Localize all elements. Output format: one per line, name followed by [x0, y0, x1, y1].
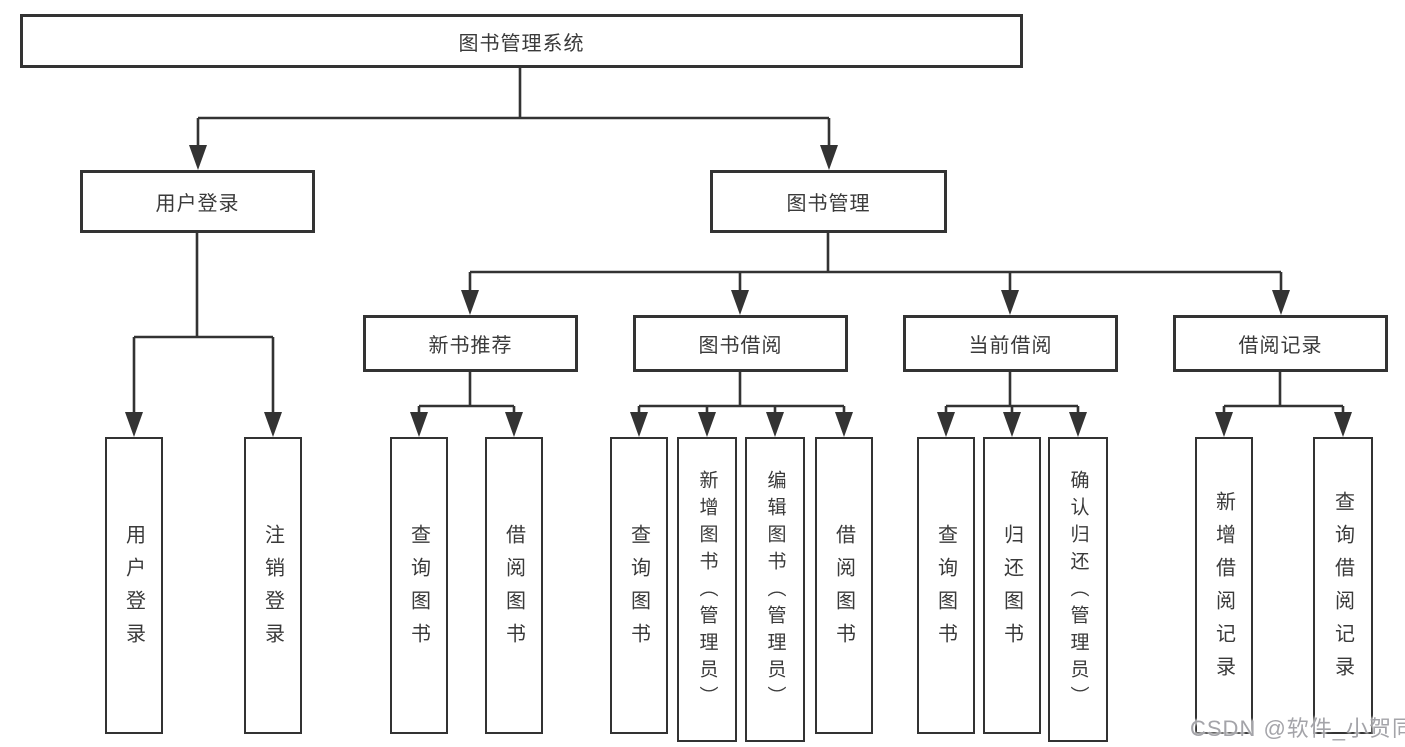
leaf-query-books-3: 查询图书 — [917, 437, 975, 734]
arrowhead — [410, 412, 428, 437]
leaf-add-book-admin: 新增图书（管理员） — [677, 437, 737, 742]
arrowhead — [835, 412, 853, 437]
node-book-borrow: 图书借阅 — [633, 315, 848, 372]
arrowhead — [731, 290, 749, 315]
node-current-borrow: 当前借阅 — [903, 315, 1118, 372]
arrowhead — [461, 290, 479, 315]
connector-new-book-branch — [410, 372, 523, 437]
connector-line — [417, 372, 516, 415]
arrowhead — [630, 412, 648, 437]
arrowhead — [1069, 412, 1087, 437]
leaf-query-books-1: 查询图书 — [390, 437, 448, 734]
node-new-book-rec: 新书推荐 — [363, 315, 578, 372]
node-user-login: 用户登录 — [80, 170, 315, 233]
leaf-add-borrow-record: 新增借阅记录 — [1195, 437, 1253, 734]
connector-book-mgmt-branch — [461, 233, 1290, 315]
leaf-borrow-books-2: 借阅图书 — [815, 437, 873, 734]
connector-line — [196, 68, 831, 148]
connector-borrow-record-branch — [1215, 372, 1352, 437]
arrowhead — [189, 145, 207, 170]
leaf-edit-book-admin: 编辑图书（管理员） — [745, 437, 805, 742]
leaf-confirm-return-admin: 确认归还（管理员） — [1048, 437, 1108, 742]
connector-root-to-level2 — [189, 68, 838, 170]
leaf-query-books-2: 查询图书 — [610, 437, 668, 734]
arrowhead — [1334, 412, 1352, 437]
arrowhead — [1272, 290, 1290, 315]
connector-line — [468, 233, 1283, 293]
leaf-query-borrow-record: 查询借阅记录 — [1313, 437, 1373, 734]
arrowhead — [264, 412, 282, 437]
connector-current-borrow-branch — [937, 372, 1087, 437]
leaf-return-book: 归还图书 — [983, 437, 1041, 734]
arrowhead — [766, 412, 784, 437]
connector-line — [637, 372, 846, 415]
arrowhead — [125, 412, 143, 437]
node-book-mgmt: 图书管理 — [710, 170, 947, 233]
connector-book-borrow-branch — [630, 372, 853, 437]
leaf-logout: 注销登录 — [244, 437, 302, 734]
arrowhead — [1003, 412, 1021, 437]
arrowhead — [820, 145, 838, 170]
connector-line — [132, 233, 275, 415]
leaf-user-login: 用户登录 — [105, 437, 163, 734]
arrowhead — [1215, 412, 1233, 437]
arrowhead — [505, 412, 523, 437]
leaf-borrow-books-1: 借阅图书 — [485, 437, 543, 734]
watermark: CSDN @软件_小贺同学 — [1190, 716, 1405, 741]
connector-line — [1222, 372, 1345, 415]
node-root: 图书管理系统 — [20, 14, 1023, 68]
arrowhead — [1001, 290, 1019, 315]
arrowhead — [937, 412, 955, 437]
arrowhead — [698, 412, 716, 437]
node-borrow-records: 借阅记录 — [1173, 315, 1388, 372]
connector-line — [944, 372, 1080, 415]
connector-user-login-branch — [125, 233, 282, 437]
